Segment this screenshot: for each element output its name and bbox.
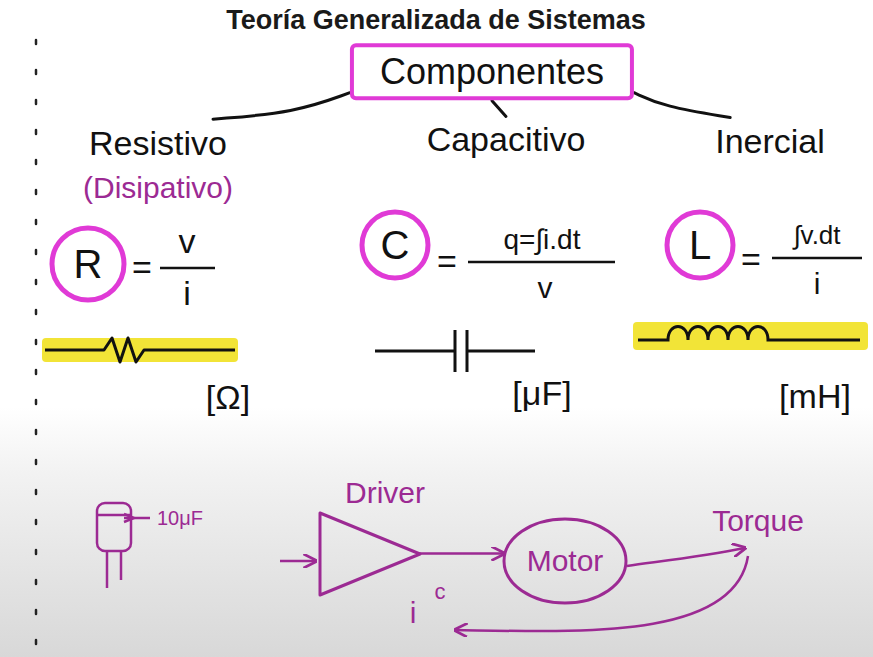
node-label: Motor: [527, 544, 604, 579]
capacitor-drawing: [97, 503, 150, 588]
unit-label: [μF]: [512, 375, 571, 412]
node-label: C: [381, 222, 410, 268]
signal-label: i: [410, 596, 417, 629]
category-heading: Capacitivo: [427, 120, 586, 159]
node-label: R: [74, 241, 103, 287]
input-arrow: [280, 560, 316, 563]
component-box: Componentes: [350, 43, 634, 100]
capacitor-symbol: [375, 330, 535, 372]
formula-term: v: [179, 223, 196, 260]
driver-triangle: [320, 513, 420, 595]
margin-line: [35, 40, 38, 650]
node-label: L: [689, 222, 711, 268]
driver-amplifier: Driver: [318, 476, 428, 597]
connector: [420, 552, 504, 555]
node-label: Capacitivo: [427, 120, 586, 159]
node-label: Resistivo: [89, 124, 227, 163]
connector: [492, 101, 506, 117]
equals-sign: =: [741, 241, 761, 278]
inductor-symbol: [638, 327, 860, 341]
symbol-circle: C: [362, 212, 428, 278]
formula-term: v: [538, 271, 553, 304]
motor-circle: Motor: [504, 519, 626, 603]
value-label: 10μF: [157, 507, 203, 529]
amplifier-area: [318, 511, 422, 597]
unit-label: [mH]: [779, 378, 851, 415]
node-label: Driver: [321, 476, 425, 511]
category-heading: Resistivo (Disipativo): [83, 124, 233, 206]
fraction-bar: [772, 257, 862, 260]
node-label: Inercial: [715, 122, 825, 161]
highlight-band: [42, 338, 238, 362]
outline-shape: [362, 212, 428, 278]
outline-shape: [52, 228, 124, 300]
node-sublabel: (Disipativo): [83, 171, 233, 206]
triangle-outline: [318, 511, 422, 597]
fraction-bar: [468, 261, 615, 264]
fraction-bar: [160, 267, 215, 270]
formula-term: ∫v.dt: [793, 221, 840, 250]
highlight-band: [633, 322, 868, 350]
unit-label: [Ω]: [206, 379, 250, 416]
outline-shape: [667, 212, 733, 278]
resistor-symbol: [45, 338, 235, 362]
category-heading: Inercial: [715, 122, 825, 161]
equals-sign: =: [132, 249, 152, 286]
outline-shape: [504, 519, 626, 603]
connector: [634, 93, 730, 118]
node-label: Componentes: [380, 51, 604, 92]
connector: [213, 93, 350, 120]
signal-label: c: [435, 580, 446, 604]
torque-arrow: [627, 548, 745, 566]
equals-sign: =: [437, 243, 457, 280]
formula-term: q=∫i.dt: [504, 225, 581, 256]
diagram-title: Teoría Generalizada de Sistemas: [226, 5, 646, 36]
output-label: Torque: [712, 504, 804, 537]
symbol-circle: L: [667, 212, 733, 278]
symbol-circle: R: [52, 228, 124, 300]
formula-term: i: [183, 275, 191, 312]
formula-term: i: [814, 267, 821, 300]
